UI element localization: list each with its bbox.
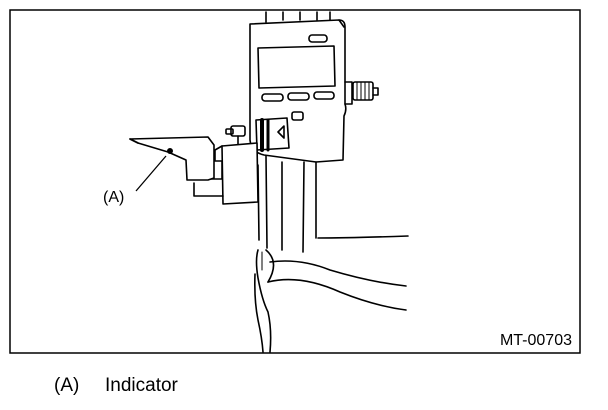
gauge-base [317, 235, 409, 239]
top-small-key [308, 34, 328, 43]
indicator-plate [129, 136, 215, 181]
callout-leader-a [135, 155, 167, 192]
display-screen [257, 45, 336, 89]
gauge-button-2 [287, 92, 310, 101]
slider-arrow [277, 125, 285, 139]
figure-id: MT-00703 [500, 332, 572, 349]
gauge-button-3 [313, 91, 335, 100]
digital-height-gauge-illustration [129, 11, 409, 353]
callout-label-a: (A) [103, 189, 124, 206]
legend-key-a: (A) [54, 375, 80, 396]
gauge-button-small [291, 111, 304, 121]
adjust-knob [352, 81, 374, 101]
gauge-button-1 [261, 93, 284, 102]
gauge-body [249, 19, 347, 163]
legend-label-a: Indicator [105, 375, 178, 396]
gauge-column [265, 155, 317, 253]
figure-frame [9, 9, 581, 354]
